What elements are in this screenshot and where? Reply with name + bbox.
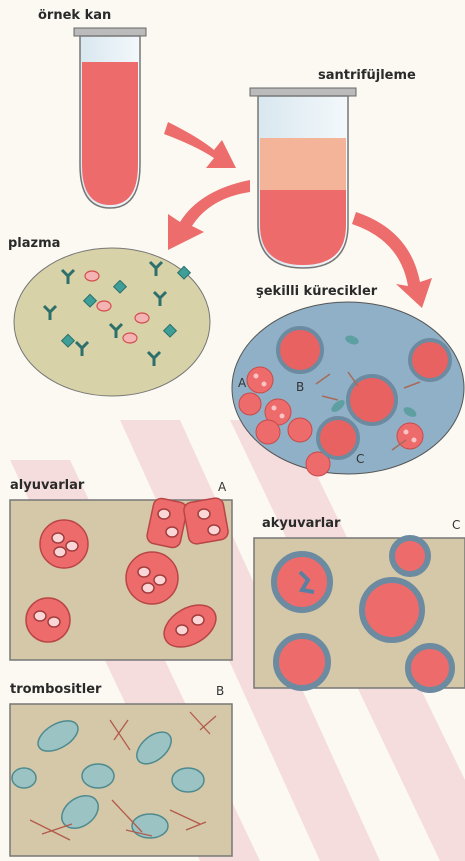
panel-c-letter: C (452, 518, 460, 532)
letter-c-marker: C (356, 452, 364, 466)
formed-elements-circle (232, 302, 464, 476)
plasma-label: plazma (8, 236, 60, 251)
white-cells-label: akyuvarlar (262, 516, 340, 531)
platelets-label: trombositler (10, 682, 101, 697)
arrow-to-plasma-icon (168, 180, 250, 250)
white-cells-panel (254, 538, 465, 690)
arrow-to-centrifuge-icon (164, 122, 236, 168)
sample-blood-label: örnek kan (38, 8, 111, 23)
sample-blood-tube (74, 28, 146, 208)
platelets-panel (10, 704, 232, 856)
centrifuged-tube (250, 88, 356, 268)
panel-b-letter: B (216, 684, 224, 698)
plasma-circle (14, 248, 210, 396)
red-cells-label: alyuvarlar (10, 478, 84, 493)
letter-a-marker: A (238, 376, 246, 390)
formed-elements-label: şekilli kürecikler (256, 284, 377, 299)
centrifuge-label: santrifüjleme (318, 68, 416, 83)
red-cells-panel (10, 497, 232, 660)
letter-b-marker: B (296, 380, 304, 394)
panel-a-letter: A (218, 480, 226, 494)
